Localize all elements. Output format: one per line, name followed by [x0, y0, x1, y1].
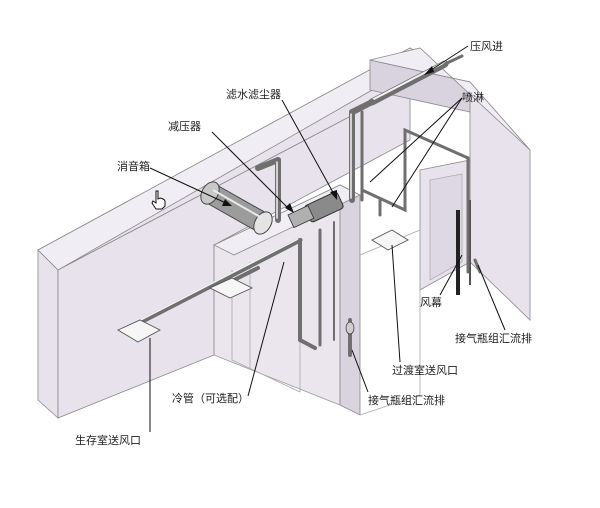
label-water-dust-filter: 滤水滤尘器 [226, 88, 281, 101]
label-compressed-air-in: 压风进 [470, 40, 503, 53]
label-survival-room-vent: 生存室送风口 [75, 434, 141, 447]
label-transition-room-vent: 过渡室送风口 [392, 364, 458, 377]
hand-cursor-icon [150, 190, 168, 210]
pipe-network [122, 54, 482, 357]
vent-outlets [117, 229, 409, 343]
silencer-cylinder [200, 181, 273, 235]
leader-lines [149, 45, 506, 432]
label-spray: 喷淋 [462, 91, 484, 104]
label-pressure-reducer: 减压器 [168, 120, 201, 133]
label-cooling-pipe-optional: 冷管（可选配） [172, 392, 249, 405]
label-air-curtain: 风幕 [420, 296, 442, 309]
label-gas-cylinder-manifold-bottom: 接气瓶组汇流排 [368, 394, 445, 407]
transition-room-wall [369, 47, 531, 321]
label-gas-cylinder-manifold-right: 接气瓶组汇流排 [455, 332, 532, 345]
label-silencer-box: 消音箱 [117, 160, 150, 173]
